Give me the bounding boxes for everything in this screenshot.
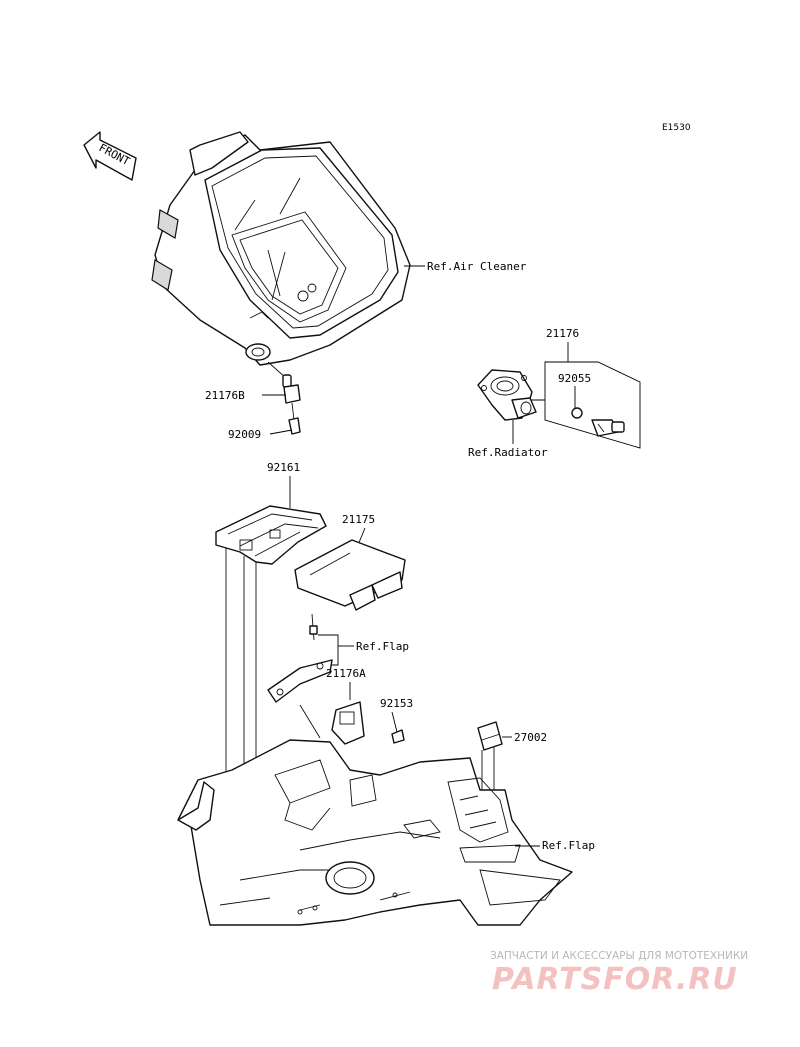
relay-27002 — [477, 721, 503, 751]
temperature-sensor-21176 — [591, 419, 625, 437]
label-ref-flap-1: Ref.Flap — [356, 640, 409, 653]
air-cleaner-housing — [151, 131, 411, 366]
diagram-code: E1530 — [662, 123, 691, 133]
bolt — [309, 613, 318, 641]
label-21176a: 21176A — [326, 667, 366, 680]
label-21176b: 21176B — [205, 389, 245, 402]
label-ref-air-cleaner: Ref.Air Cleaner — [427, 260, 527, 273]
bracket-flap — [267, 659, 333, 703]
label-21176: 21176 — [546, 327, 579, 340]
label-ref-radiator: Ref.Radiator — [468, 446, 548, 459]
sensor-21176b — [267, 361, 301, 435]
sensor-21176a — [331, 701, 365, 745]
label-27002: 27002 — [514, 731, 547, 744]
label-92055: 92055 — [558, 372, 591, 385]
label-92153: 92153 — [380, 697, 413, 710]
ecu-21175 — [294, 539, 406, 611]
watermark-tagline: ЗАПЧАСТИ И АКСЕССУАРЫ ДЛЯ МОТОТЕХНИКИ — [490, 950, 749, 962]
front-arrow-icon: FRONT — [83, 131, 137, 181]
radiator-fitting — [477, 369, 537, 421]
label-21175: 21175 — [342, 513, 375, 526]
label-ref-flap-2: Ref.Flap — [542, 839, 595, 852]
ecu-holder-92161 — [215, 505, 327, 565]
label-92009: 92009 — [228, 428, 261, 441]
watermark-logo: PARTSFOR.RU — [492, 962, 738, 997]
label-92161: 92161 — [267, 461, 300, 474]
frame-flap — [177, 739, 573, 926]
